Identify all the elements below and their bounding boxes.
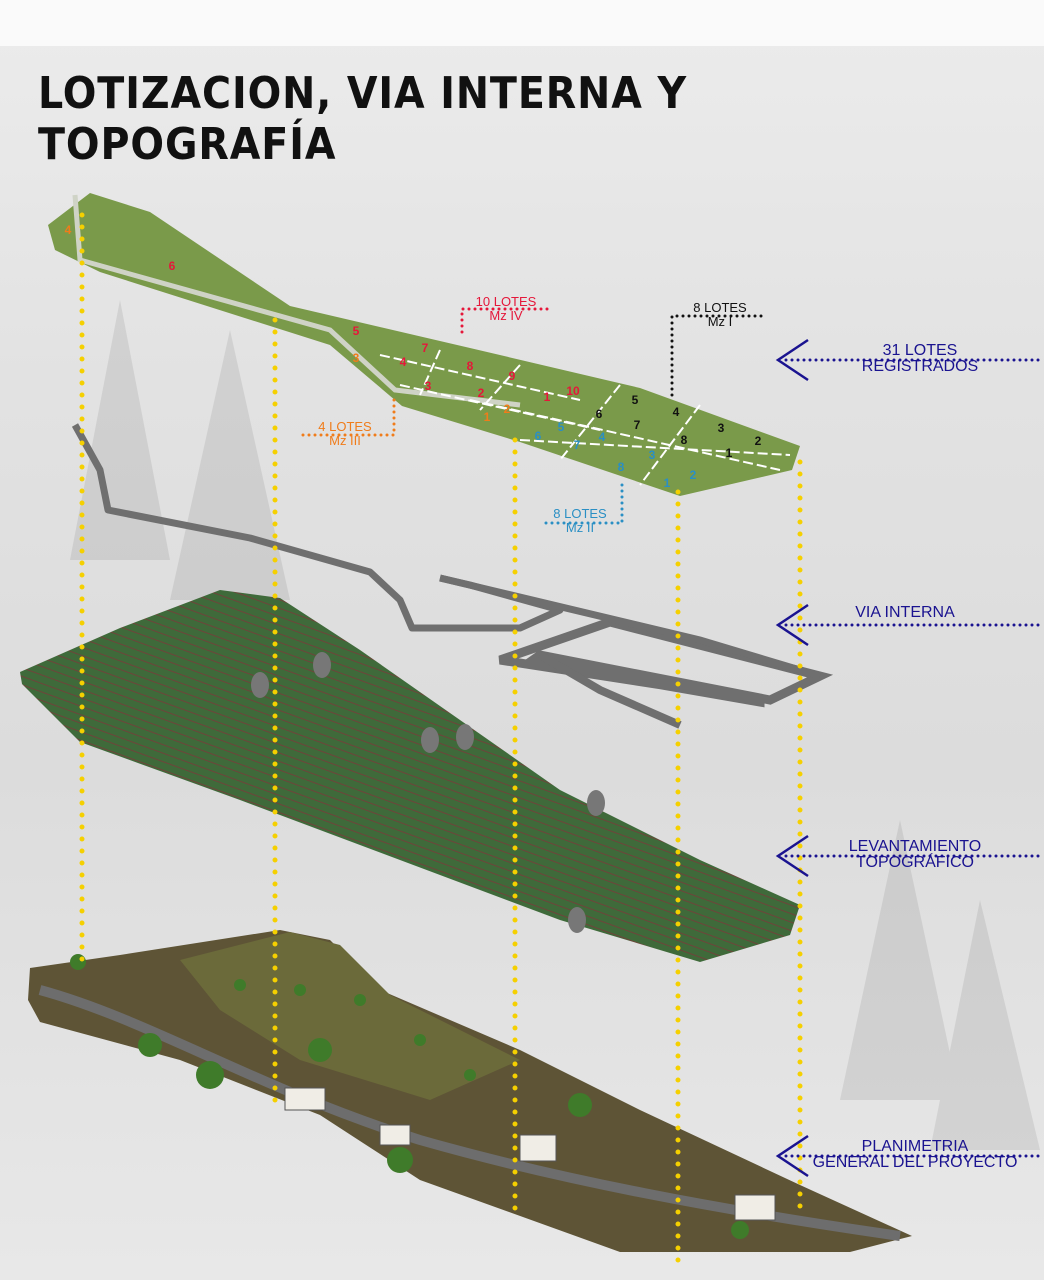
- lot-mz2-3[interactable]: 3: [648, 448, 656, 462]
- lots-path: [72, 194, 521, 408]
- planimetry-trees: [70, 954, 749, 1239]
- planimetry-layer: [28, 930, 912, 1252]
- lots-layer: [48, 193, 800, 496]
- layer-arrows: [775, 338, 1044, 1178]
- lot-mz1-4[interactable]: 4: [672, 405, 680, 419]
- hill: [180, 932, 520, 1100]
- mz1-leader: [670, 314, 764, 397]
- lot-mz4-9[interactable]: 9: [508, 369, 516, 383]
- lot-mz1-5[interactable]: 5: [631, 393, 639, 407]
- lot-mz1-3[interactable]: 3: [717, 421, 725, 435]
- lot-mz1-2[interactable]: 2: [754, 434, 762, 448]
- topography-houses: [251, 652, 605, 933]
- layer-lots-line2: REGISTRADOS: [861, 358, 979, 375]
- road-upper: [439, 574, 822, 680]
- mz2-name: Mz II: [565, 520, 595, 535]
- layer-plan-line1: PLANIMETRIA: [861, 1138, 969, 1155]
- lot-mz3-3[interactable]: 3: [352, 351, 360, 365]
- lot-mz2-7[interactable]: 7: [573, 438, 581, 452]
- lot-mz4-1[interactable]: 1: [543, 390, 551, 404]
- lot-mz1-7[interactable]: 7: [633, 418, 641, 432]
- lot-mz3-4[interactable]: 4: [64, 223, 72, 237]
- road-branch: [537, 651, 682, 729]
- mz3-count: 4 LOTES: [318, 419, 372, 434]
- mz4-count: 10 LOTES: [475, 294, 537, 309]
- lot-mz2-1[interactable]: 1: [663, 476, 671, 490]
- lot-mz4-10[interactable]: 10: [566, 384, 580, 398]
- background-forest: [70, 300, 1040, 1150]
- layer-topo-line2: TOPOGRÁFICO: [856, 854, 974, 871]
- mz4-name: Mz IV: [489, 308, 523, 323]
- mz4-leader: [460, 307, 550, 334]
- layer-label-road: VIA INTERNA: [815, 605, 995, 621]
- lot-dividers: [379, 349, 791, 486]
- lot-mz2-4[interactable]: 4: [598, 430, 606, 444]
- lot-mz4-7[interactable]: 7: [421, 341, 429, 355]
- mz2-leader: [543, 483, 624, 525]
- lot-mz2-6[interactable]: 6: [534, 429, 542, 443]
- lot-mz4-8[interactable]: 8: [466, 359, 474, 373]
- lot-mz1-6[interactable]: 6: [595, 407, 603, 421]
- layer-road-line1: VIA INTERNA: [855, 604, 955, 621]
- lot-mz3-2[interactable]: 2: [503, 402, 511, 416]
- mz3-name: Mz III: [329, 433, 361, 448]
- mz1-count: 8 LOTES: [693, 300, 747, 315]
- page-title: LOTIZACION, VIA INTERNA Y TOPOGRAFÍA: [38, 68, 688, 170]
- mz3-leader: [298, 398, 396, 437]
- lot-mz1-1[interactable]: 1: [725, 446, 733, 460]
- lot-mz1-8[interactable]: 8: [680, 433, 688, 447]
- lot-mz2-2[interactable]: 2: [689, 468, 697, 482]
- layer-plan-line2: GENERAL DEL PROYECTO: [812, 1154, 1018, 1171]
- topography-layer: [20, 590, 800, 962]
- mz2-count: 8 LOTES: [553, 506, 607, 521]
- top-band: [0, 0, 1044, 46]
- planimetry-houses: [284, 1087, 776, 1221]
- lot-mz2-5[interactable]: 5: [557, 420, 565, 434]
- layer-topo-line1: LEVANTAMIENTO: [848, 838, 982, 855]
- lot-mz4-6[interactable]: 6: [168, 259, 176, 273]
- yellow-guide-lines: [79, 212, 803, 1275]
- lot-mz4-3[interactable]: 3: [424, 379, 432, 393]
- lot-mz2-8[interactable]: 8: [617, 460, 625, 474]
- lot-mz4-5[interactable]: 5: [352, 324, 360, 338]
- mz1-name: Mz I: [707, 314, 733, 329]
- lot-mz4-4[interactable]: 4: [399, 355, 407, 369]
- lot-mz4-2[interactable]: 2: [477, 386, 485, 400]
- lot-mz3-1[interactable]: 1: [483, 410, 491, 424]
- layer-lots-line1: 31 LOTES: [882, 342, 958, 359]
